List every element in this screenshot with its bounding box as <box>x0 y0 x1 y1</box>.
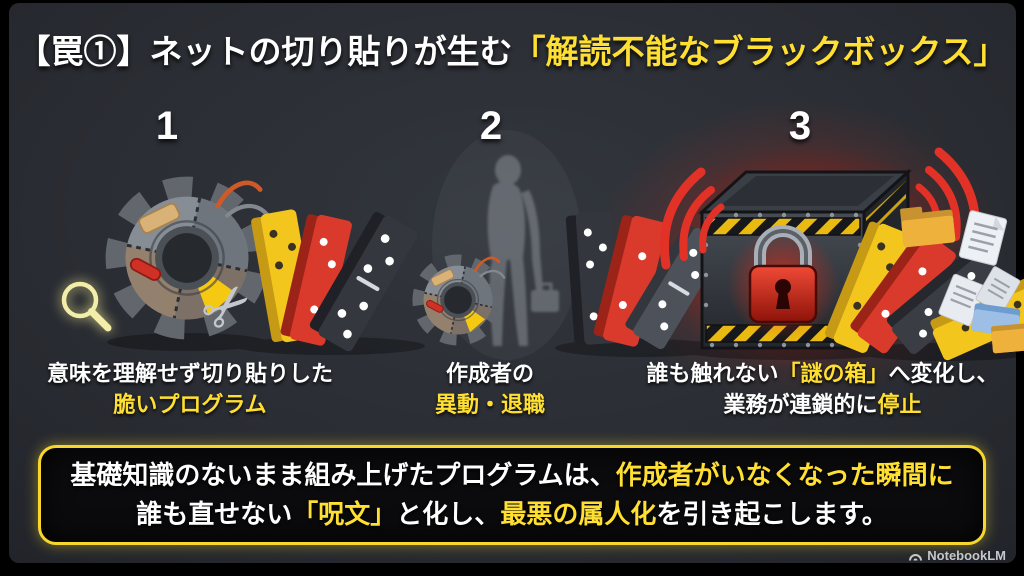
step-2-number: 2 <box>479 104 503 148</box>
step-2-caption: 作成者の 異動・退職 <box>390 358 590 420</box>
step-3-caption-line2: 業務が連鎖的に停止 <box>723 392 922 417</box>
step-2-caption-line2: 異動・退職 <box>434 392 545 417</box>
step-3-caption-line1: 誰も触れない「謎の箱」へ変化し、 <box>646 361 999 386</box>
notebooklm-watermark: NotebookLM <box>908 548 1006 563</box>
page-title: 【罠①】ネットの切り貼りが生む「解読不能なブラックボックス」 <box>0 25 1024 73</box>
step-2-caption-line1: 作成者の <box>445 361 534 386</box>
step-1-caption: 意味を理解せず切り貼りした 脆いプログラム <box>20 358 360 420</box>
step-1-caption-line1: 意味を理解せず切り貼りした <box>46 361 333 386</box>
summary-box: 基礎知識のないまま組み上げたプログラムは、作成者がいなくなった瞬間に 誰も直せな… <box>38 445 986 545</box>
watermark-label: NotebookLM <box>927 548 1006 563</box>
step-3-number: 3 <box>788 104 812 148</box>
title-prefix: 【罠①】ネットの切り貼りが生む <box>17 33 513 70</box>
summary-line1: 基礎知識のないまま組み上げたプログラムは、作成者がいなくなった瞬間に <box>70 460 954 490</box>
notebooklm-logo-icon <box>909 554 923 561</box>
falling-dominoes-left <box>251 209 418 352</box>
step-3-caption: 誰も触れない「謎の箱」へ変化し、 業務が連鎖的に停止 <box>635 358 1010 420</box>
step-1-number: 1 <box>155 104 179 148</box>
magnifier-icon <box>61 281 112 332</box>
summary-line2: 誰も直せない「呪文」と化し、最悪の属人化を引き起こします。 <box>136 499 888 529</box>
padlock-icon <box>748 225 818 324</box>
title-highlight: 「解読不能なブラックボックス」 <box>512 33 1007 70</box>
step-1-caption-line2: 脆いプログラム <box>113 392 267 417</box>
scattered-documents-icon <box>900 206 1024 354</box>
